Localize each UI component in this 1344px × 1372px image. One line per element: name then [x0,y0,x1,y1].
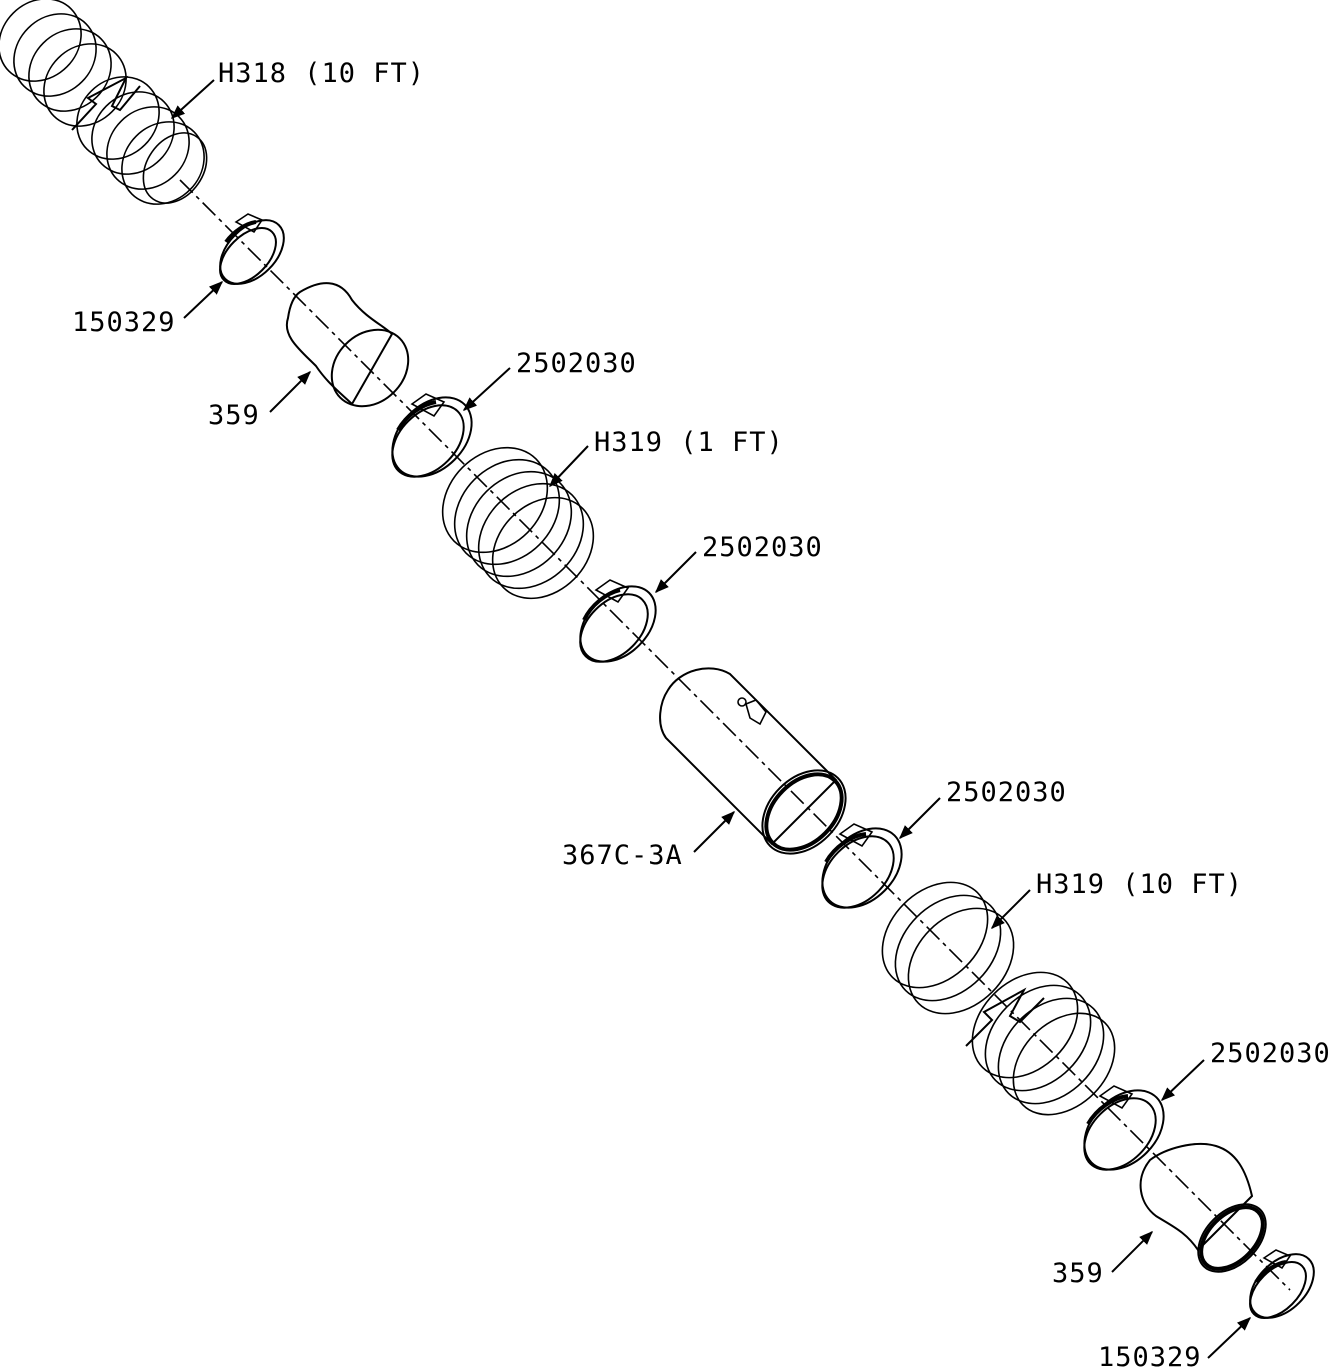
tube-367c-3a [659,667,847,855]
leader-clamp-c [899,797,941,839]
leader-adapter-top [269,371,311,413]
hose-h319-1ft [441,446,595,600]
leader-hose-top [170,79,215,119]
clamp-2502030-d [1083,1085,1165,1171]
clamp-2502030-c [821,823,903,909]
break-symbol [71,75,141,131]
part-labels: H318 (10 FT) 150329 359 2502030 H319 (1 … [72,58,1331,1372]
clamp-2502030-b [579,579,657,663]
leader-tube [693,811,735,853]
leader-clamp-bottom [1207,1317,1252,1359]
label-clamp-d: 2502030 [1210,1038,1331,1069]
adapter-359-top [285,282,410,408]
leader-hose-short [549,445,589,488]
leader-adapter-bottom [1111,1231,1153,1273]
label-hose-top: H318 (10 FT) [218,58,425,89]
label-clamp-top: 150329 [72,307,176,338]
label-adapter-top: 359 [208,400,260,431]
label-hose-short: H319 (1 FT) [594,427,784,458]
clamp-150329-top [219,213,285,285]
clamp-150329-bottom [1249,1249,1315,1319]
label-tube: 367C-3A [562,840,683,871]
adapter-359-bottom [1139,1142,1267,1273]
leader-hose-bottom [991,889,1031,929]
hose-h318 [0,0,208,205]
label-hose-bottom: H319 (10 FT) [1036,869,1243,900]
center-axis-line [179,179,1291,1291]
leader-lines [170,79,1252,1359]
leader-clamp-top [183,281,224,319]
leader-clamp-d [1160,1059,1205,1101]
break-symbol [965,987,1045,1047]
clamp-2502030-a [391,393,473,478]
hose-h319-10ft [881,881,1116,1116]
leader-clamp-a [462,367,511,411]
label-clamp-a: 2502030 [516,348,637,379]
label-clamp-bottom: 150329 [1098,1342,1202,1372]
leader-clamp-b [655,551,697,593]
label-clamp-c: 2502030 [946,777,1067,808]
label-clamp-b: 2502030 [702,532,823,563]
label-adapter-bottom: 359 [1052,1258,1104,1289]
